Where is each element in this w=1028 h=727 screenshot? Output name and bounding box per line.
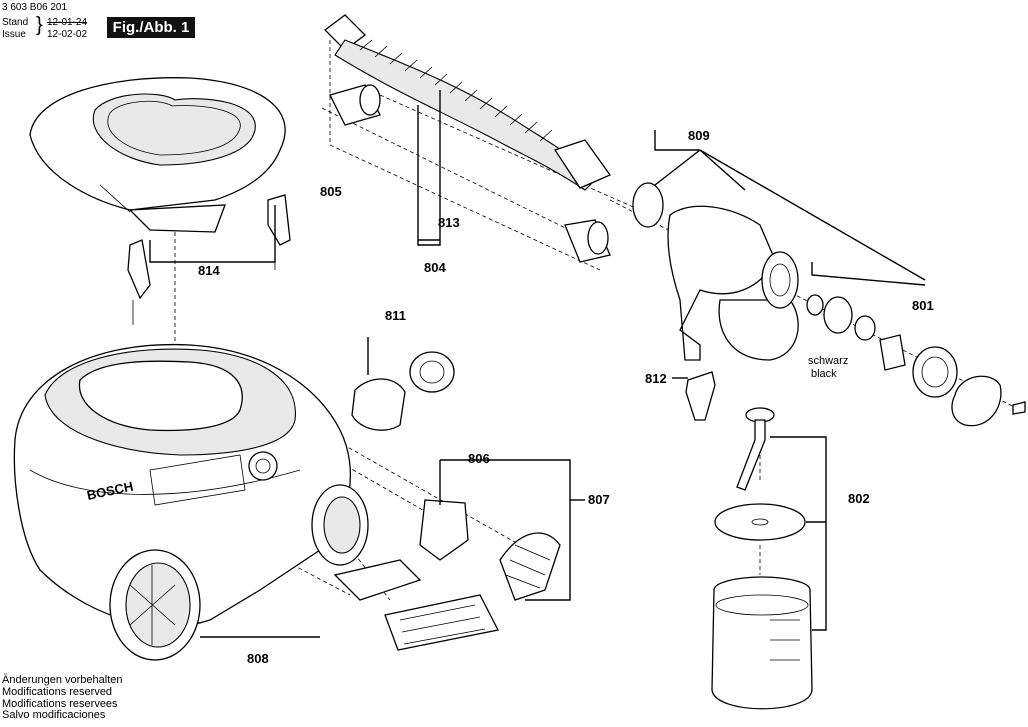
footer-line-en: Modifications reserved (2, 685, 113, 698)
leader-lines (149, 90, 926, 638)
callout-807: 807 (588, 492, 610, 507)
stand-date: 12-01-24 (47, 17, 88, 28)
latch-clip-805 (267, 194, 291, 246)
hose-coupling-lower (564, 219, 611, 263)
footer-notes: Änderungen vorbehalten Modifications res… (2, 674, 123, 722)
callout-805: 805 (320, 184, 342, 199)
color-note-de: schwarz (808, 355, 848, 367)
bracket-brace: } (36, 14, 43, 36)
nozzle-parts (806, 294, 1026, 427)
filter-parts (333, 499, 561, 651)
callout-802: 802 (848, 491, 870, 506)
footer-line-es: Salvo modificaciones (2, 709, 106, 722)
footer-line-de: Änderungen vorbehalten (2, 674, 123, 686)
callout-801: 801 (912, 298, 934, 313)
cover-lid (29, 77, 286, 233)
callout-804: 804 (424, 260, 446, 275)
rear-wheel (109, 549, 201, 661)
spray-gun-body (632, 182, 799, 361)
stand-label: Stand (2, 17, 29, 28)
latch-clip-814 (127, 239, 276, 325)
paint-container (711, 407, 813, 710)
callout-806: 806 (468, 451, 490, 466)
callout-811: 811 (385, 308, 406, 323)
filter-ring-811 (351, 351, 455, 431)
color-note-en: black (811, 368, 837, 380)
document-number: 3 603 B06 201 (2, 2, 68, 13)
base-unit-housing: BOSCH (13, 343, 352, 628)
callout-812: 812 (645, 371, 667, 386)
trigger-filter-812 (685, 371, 716, 421)
issue-date: 12-02-02 (47, 29, 88, 40)
hose-assembly (324, 14, 611, 191)
hose-coupling-upper (329, 84, 381, 126)
side-wheel (311, 484, 369, 566)
footer-line-fr: Modifications reservees (2, 697, 118, 710)
figure-label: Fig./Abb. 1 (107, 17, 195, 38)
callout-814: 814 (198, 263, 220, 278)
callout-813: 813 (438, 215, 460, 230)
callout-809: 809 (688, 128, 710, 143)
issue-label: Issue (2, 29, 26, 40)
callout-808: 808 (247, 651, 269, 666)
